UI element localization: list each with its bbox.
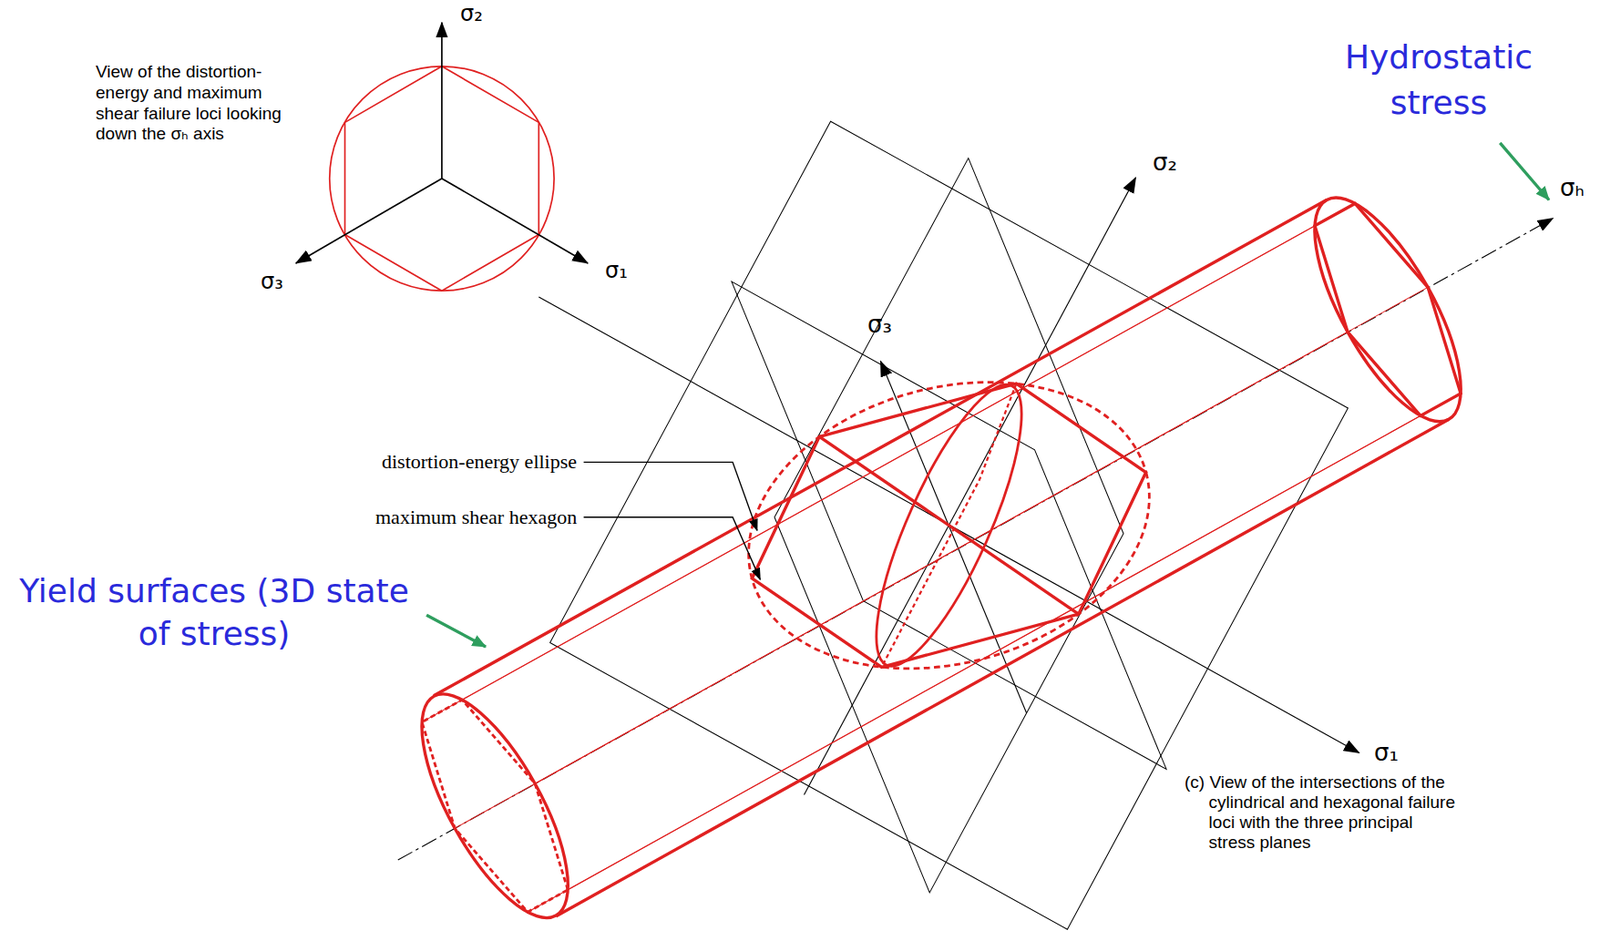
axis-label: σ₂ xyxy=(460,1,483,28)
distortion-energy-ellipse xyxy=(716,339,1182,712)
sigma-axis xyxy=(538,297,1359,754)
inset-view xyxy=(296,22,588,292)
cylinder-edge xyxy=(555,419,1449,916)
pointer-arrow xyxy=(426,615,486,647)
hydrostatic-axis xyxy=(398,218,1554,861)
cylinder-end xyxy=(393,674,596,939)
pointer-arrows xyxy=(426,143,1549,647)
inset-axis xyxy=(441,22,443,179)
prism-edge xyxy=(454,331,1348,829)
annotation-note: Hydrostatic stress xyxy=(1315,34,1562,127)
axis-label: σ₁ xyxy=(1374,739,1399,768)
plane-intersections xyxy=(716,339,1182,712)
inset-axis xyxy=(296,178,442,264)
sigma-axis xyxy=(803,177,1136,796)
annotation-note: Yield surfaces (3D state of stress) xyxy=(18,570,411,657)
callout-label: distortion-energy ellipse xyxy=(381,450,577,473)
maximum-shear-hexagon xyxy=(751,383,1146,667)
plane-section xyxy=(882,383,1017,667)
plane-section xyxy=(819,436,1078,615)
inset-axis xyxy=(441,178,588,264)
pointer-arrow xyxy=(1499,143,1549,201)
inset-note: View of the distortion-energy and maximu… xyxy=(95,61,310,145)
leader-line xyxy=(584,517,761,580)
cylinder-edge xyxy=(433,200,1327,697)
figure-caption: (c) View of the intersections of the cyl… xyxy=(1184,772,1458,852)
leader-lines xyxy=(584,461,761,580)
axis-label: σ₃ xyxy=(867,311,893,339)
cylinder-outline xyxy=(393,177,1489,939)
hexagon-end xyxy=(1314,203,1461,416)
prism-edges xyxy=(421,203,1461,913)
prism-edge xyxy=(421,225,1315,723)
axis-label: σₕ xyxy=(1559,174,1585,203)
axis-label: σ₁ xyxy=(605,258,628,285)
leader-line xyxy=(584,461,758,531)
stress-plane xyxy=(774,158,1124,893)
cylinder-end xyxy=(1286,177,1489,442)
axis-label: σ₃ xyxy=(260,269,284,296)
hexagon-end xyxy=(421,699,568,913)
callout-label: maximum shear hexagon xyxy=(375,505,577,529)
axis-label: σ₂ xyxy=(1152,149,1178,177)
